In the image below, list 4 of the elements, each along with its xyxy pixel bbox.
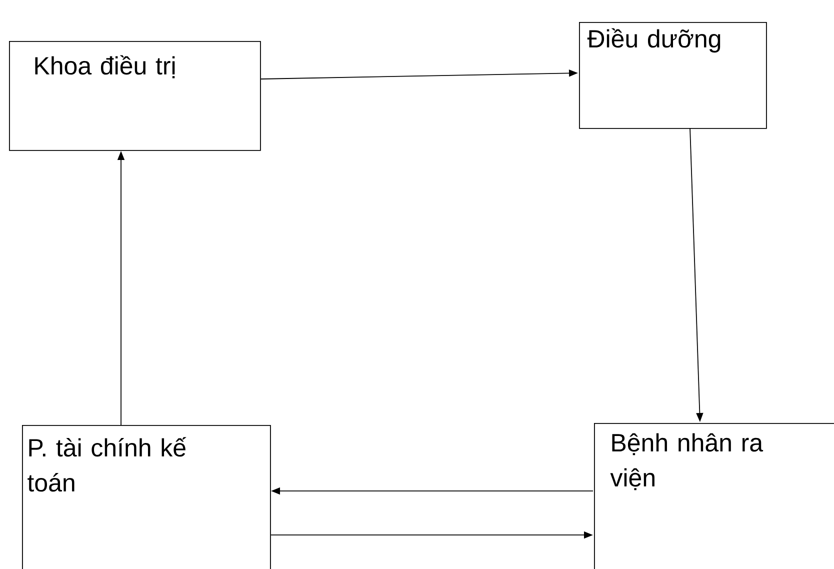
process-box: P. tài chính kế toán (22, 424, 271, 569)
process-box: Bệnh nhân ra viện (594, 422, 834, 569)
process-box: Khoa điều trị (9, 40, 261, 151)
process-box: Điều dưỡng (579, 22, 767, 129)
